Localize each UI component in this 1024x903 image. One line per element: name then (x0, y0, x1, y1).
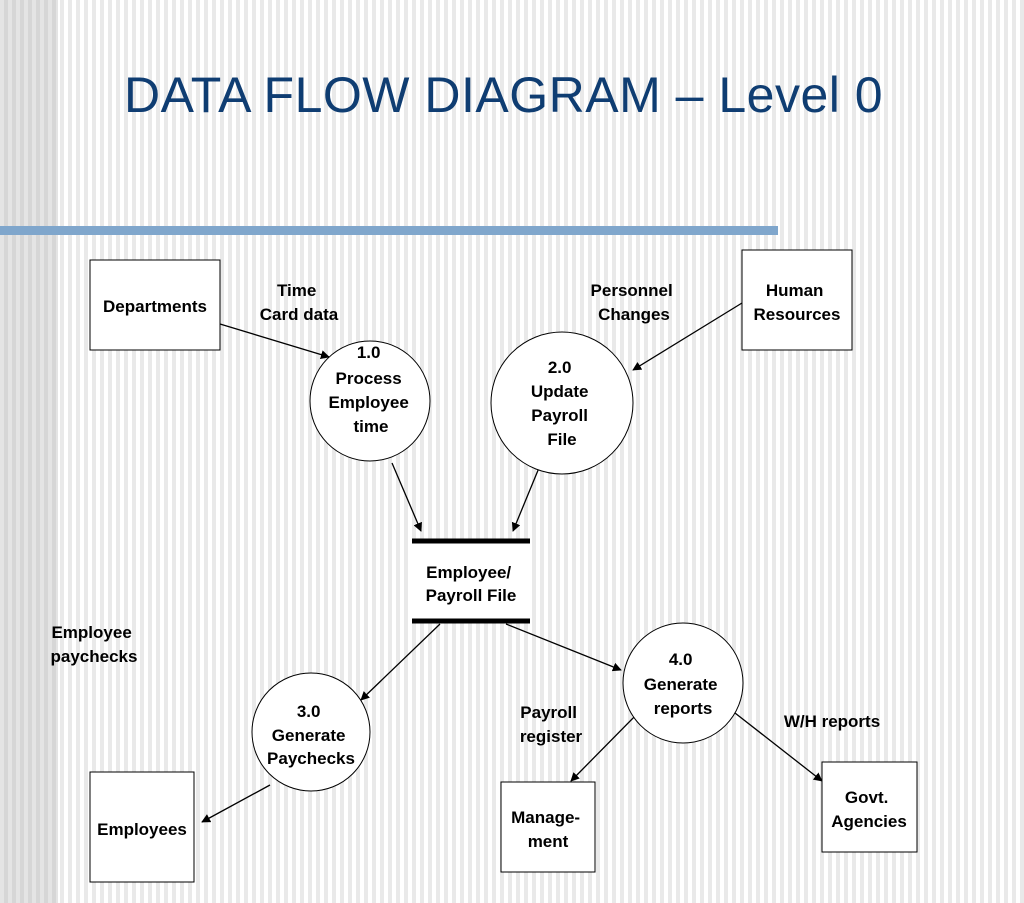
process-1-label: 1.0 Process Employee time (328, 343, 413, 436)
entity-human-resources: Human Resources (741, 249, 853, 351)
process-4-label: 4.0 Generate reports (644, 650, 722, 718)
flow-store-to-process-4 (505, 623, 622, 672)
entity-management: Manage- ment (500, 781, 596, 873)
entity-departments: Departments (89, 259, 221, 351)
process-2-label: 2.0 Update Payroll File (531, 358, 593, 449)
entity-employees: Employees (89, 771, 195, 883)
flow-label-personnel-changes: Personnel Changes (591, 281, 678, 324)
flow-label-wh-reports: W/H reports (784, 712, 880, 731)
page-title: DATA FLOW DIAGRAM – Level 0 (124, 67, 884, 123)
process-4: 4.0 Generate reports (622, 622, 744, 744)
process-3-label: 3.0 Generate Paychecks (267, 702, 355, 768)
process-2: 2.0 Update Payroll File (490, 331, 634, 475)
flow-store-to-process-3 (360, 623, 441, 701)
left-decorative-band (0, 0, 58, 903)
entity-govt-agencies-label: Govt. Agencies (831, 788, 907, 831)
entity-govt-agencies: Govt. Agencies (821, 761, 918, 853)
data-store-employee-payroll: Employee/ Payroll File (412, 538, 530, 624)
title-divider (0, 226, 778, 235)
flow-process-3-to-employees (201, 784, 271, 823)
flow-process-2-to-store (511, 462, 542, 532)
process-1: 1.0 Process Employee time (309, 340, 431, 462)
flow-process-4-to-management (570, 712, 639, 782)
data-store-label: Employee/ Payroll File (426, 563, 517, 605)
entity-human-resources-label: Human Resources (754, 281, 841, 324)
flow-departments-to-process-1 (219, 323, 330, 359)
flow-process-1-to-store (391, 462, 422, 532)
flow-process-4-to-govt (734, 712, 823, 782)
entity-management-label: Manage- ment (511, 808, 585, 851)
flow-label-payroll-register: Payroll register (520, 703, 583, 746)
flow-hr-to-process-2 (632, 302, 743, 371)
entity-employees-label: Employees (97, 820, 187, 839)
entity-departments-label: Departments (103, 297, 207, 316)
flow-label-time-card: Time Card data (260, 281, 339, 324)
flow-label-employee-paychecks: Employee paychecks (51, 623, 138, 666)
process-3: 3.0 Generate Paychecks (251, 672, 371, 792)
